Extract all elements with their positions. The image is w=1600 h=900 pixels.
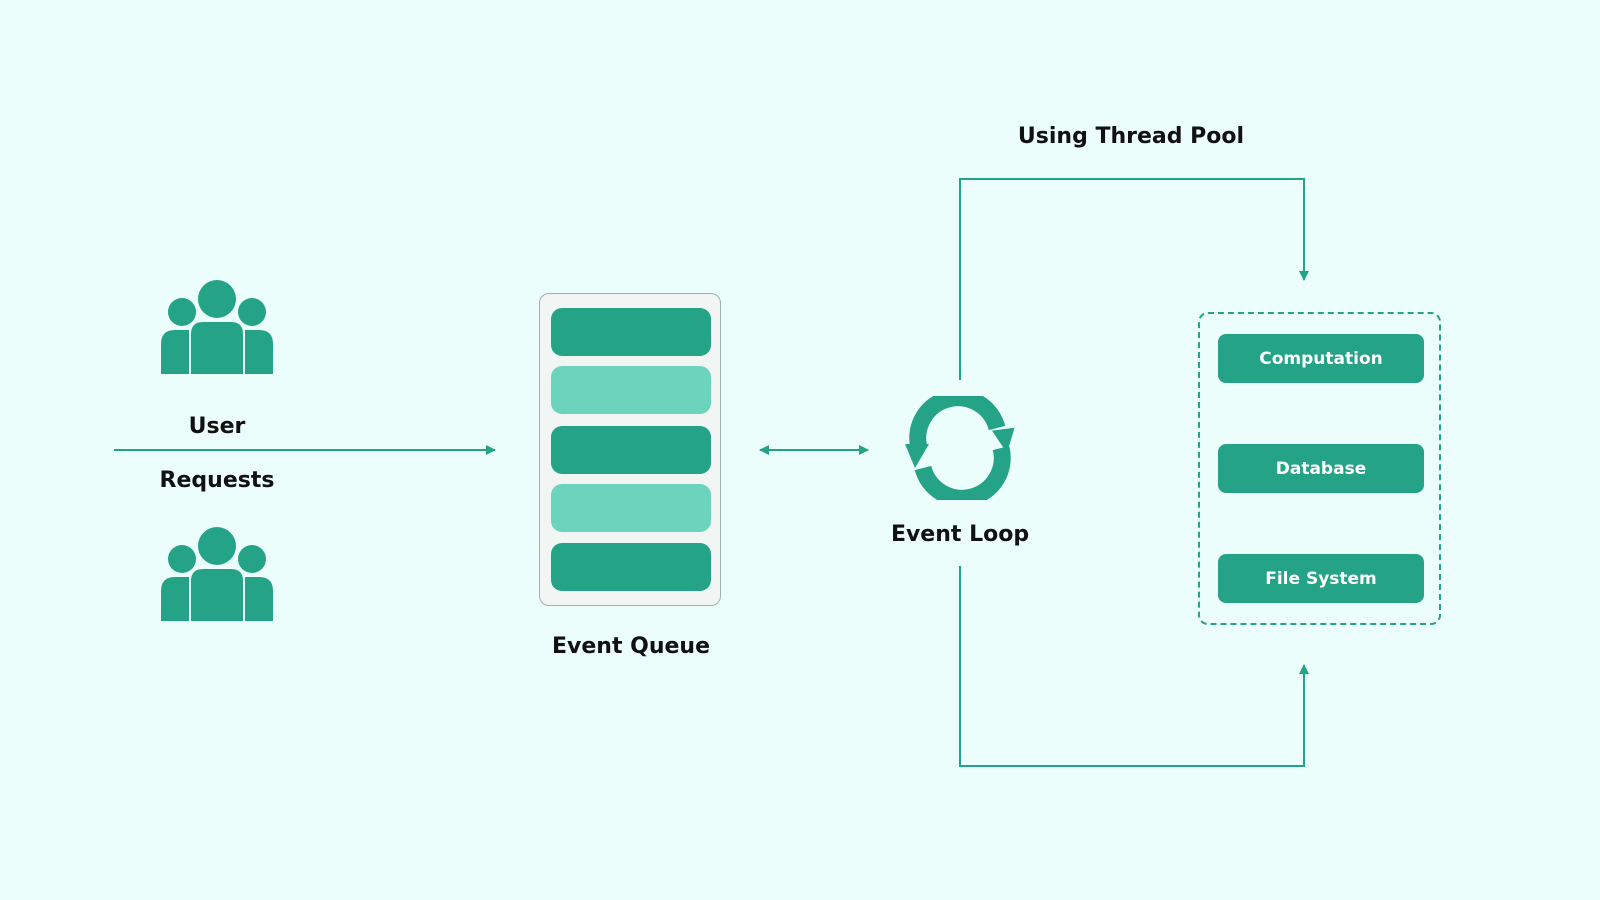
event-queue-label: Event Queue [552, 634, 710, 659]
users-group-icon [161, 527, 273, 621]
queue-item [551, 366, 711, 414]
queue-item [551, 543, 711, 591]
queue-item [551, 484, 711, 532]
task-database: Database [1218, 444, 1424, 493]
requests-label: Requests [159, 468, 275, 493]
thread-pool-out-path [959, 178, 1309, 380]
task-file-system: File System [1218, 554, 1424, 603]
user-label: User [188, 414, 246, 439]
thread-pool-label: Using Thread Pool [1017, 124, 1245, 149]
event-loop-label: Event Loop [890, 522, 1030, 547]
thread-pool-box: Computation Database File System [1198, 312, 1441, 625]
sync-arrows-icon [905, 396, 1015, 500]
queue-item [551, 308, 711, 356]
queue-item [551, 426, 711, 474]
thread-pool-return-path [959, 566, 1309, 767]
task-computation: Computation [1218, 334, 1424, 383]
event-queue [539, 293, 721, 606]
users-group-icon [161, 280, 273, 374]
